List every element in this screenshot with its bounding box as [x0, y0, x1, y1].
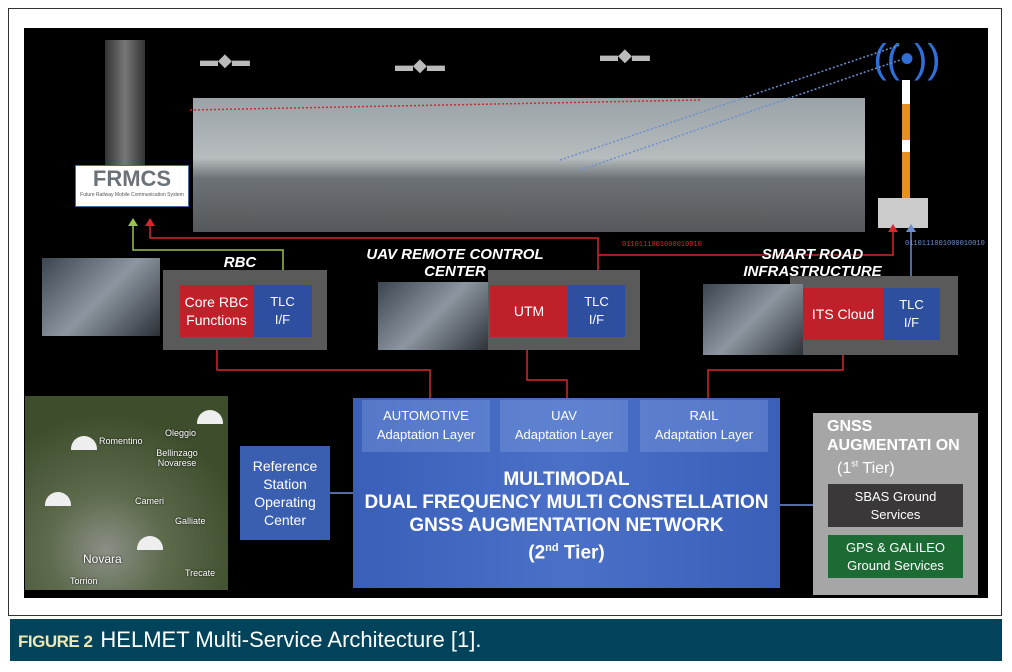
layer-sub: Adaptation Layer	[514, 427, 614, 442]
gps-galileo-ground-services: GPS & GALILEO Ground Services	[828, 535, 963, 578]
road-title: SMART ROAD INFRASTRUCTURE	[743, 246, 882, 280]
uav-tlc-interface: TLC I/F	[568, 285, 625, 337]
map-label: Novara	[83, 552, 122, 566]
satellite-icon: ▬◆▬	[395, 55, 445, 75]
road-tlc-interface: TLC I/F	[883, 288, 940, 340]
road-photo	[193, 98, 865, 232]
uav-title: UAV REMOTE CONTROL CENTER	[366, 246, 544, 280]
line-uav-roadside	[598, 228, 894, 256]
network-line1: MULTIMODAL	[503, 469, 630, 490]
roadside-unit-icon	[878, 198, 928, 228]
gnss-antenna-icon	[71, 436, 97, 450]
augmentation-network-box: AUTOMOTIVE Adaptation Layer UAV Adaptation…	[353, 398, 780, 588]
network-line3: GNSS AUGMENTATION NETWORK	[409, 515, 724, 536]
rbc-title: RBC	[223, 254, 257, 271]
network-tier: (2nd Tier)	[528, 542, 605, 564]
binary-stream-blue: 0110111001000010010	[905, 240, 985, 248]
layer-name: AUTOMOTIVE	[383, 408, 469, 423]
reference-station-map: Oleggio Bellinzago Novarese Cameri Galli…	[25, 396, 228, 590]
gnss-title: GNSS AUGMENTATI ON (1st Tier)	[827, 417, 967, 478]
binary-stream-red: 0110111001000010010	[622, 241, 702, 249]
adaptation-layer-rail: RAIL Adaptation Layer	[640, 400, 768, 452]
rbc-tlc-interface: TLC I/F	[253, 285, 312, 337]
uav-utm: UTM	[490, 285, 568, 337]
layer-sub: Adaptation Layer	[376, 427, 476, 442]
logo-text: FRMCS	[92, 166, 172, 191]
adaptation-layer-uav: UAV Adaptation Layer	[500, 400, 628, 452]
layer-name: RAIL	[689, 408, 719, 423]
gnss-antenna-icon	[197, 410, 223, 424]
frmcs-logo: FRMCS Future Railway Mobile Communicatio…	[75, 165, 189, 207]
line-rbc-frmcs	[132, 222, 284, 285]
adaptation-layer-automotive: AUTOMOTIVE Adaptation Layer	[362, 400, 490, 452]
map-label: Oleggio	[165, 428, 197, 438]
satellite-icon: ▬◆▬	[200, 50, 250, 70]
figure-label: FIGURE 2	[18, 632, 93, 651]
its-control-room-image	[703, 284, 803, 355]
network-line2: DUAL FREQUENCY MULTI CONSTELLATION	[364, 492, 769, 513]
line-uav-frmcs	[149, 222, 599, 285]
layer-sub: Adaptation Layer	[654, 427, 754, 442]
map-label: Trecate	[185, 568, 216, 578]
map-label: Torrion	[70, 576, 98, 586]
reference-station-operating-center: Reference Station Operating Center	[240, 446, 330, 540]
layer-name: UAV	[551, 408, 577, 423]
uav-control-room-image	[378, 282, 490, 350]
rbc-control-room-image	[42, 258, 160, 336]
gnss-antenna-icon	[137, 536, 163, 550]
logo-subtitle: Future Railway Mobile Communication Syst…	[80, 192, 184, 198]
roadside-pole-icon	[902, 80, 910, 200]
cell-tower-icon	[105, 40, 145, 165]
gnss-title-text: GNSS AUGMENTATI ON	[827, 418, 960, 454]
network-title: MULTIMODAL DUAL FREQUENCY MULTI CONSTELL…	[353, 468, 780, 564]
map-label: Bellinzago Novarese	[156, 448, 198, 468]
map-label: Galliate	[175, 516, 206, 526]
figure-title: HELMET Multi-Service Architecture [1].	[100, 627, 482, 652]
figure-caption: FIGURE 2 HELMET Multi-Service Architectur…	[10, 619, 1002, 661]
sbas-ground-services: SBAS Ground Services	[828, 484, 963, 527]
road-its-cloud: ITS Cloud	[803, 288, 883, 340]
map-label: Romentino	[99, 436, 143, 446]
map-label: Cameri	[135, 496, 165, 506]
wireless-signal-icon: ((•))	[873, 37, 941, 81]
satellite-icon: ▬◆▬	[600, 45, 650, 65]
line-road-network	[707, 340, 844, 398]
gnss-antenna-icon	[45, 492, 71, 506]
rbc-core-functions: Core RBC Functions	[180, 285, 253, 337]
gnss-augmentation-box: GNSS AUGMENTATI ON (1st Tier) SBAS Groun…	[813, 413, 978, 595]
gnss-tier: (1st Tier)	[837, 459, 895, 478]
